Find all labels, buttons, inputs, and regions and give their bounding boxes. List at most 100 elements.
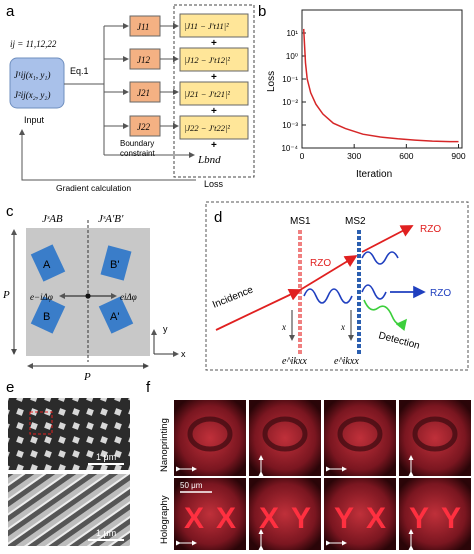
y-tick-label: 10⁻¹	[282, 75, 298, 84]
holo-letter: Y	[441, 502, 461, 535]
phase-right: eiΔφ	[120, 292, 137, 302]
holo-letter: X	[184, 502, 204, 535]
holo-scale: 50 μm	[180, 481, 203, 490]
svg-text:|J12 − J't12|²: |J12 − J't12|²	[184, 55, 230, 65]
axis-x: x	[181, 349, 186, 359]
input-line-2: J²ij(x₂, y₂)	[14, 90, 50, 100]
panel-letter-d: d	[214, 209, 222, 226]
x-tick-label: 300	[347, 151, 361, 161]
panel-d-frame	[205, 201, 469, 371]
phase-ms2: e^ikxx	[334, 356, 359, 367]
j-apbp-label: JˢA'B'	[98, 213, 124, 225]
x-axis-label: Iteration	[356, 169, 392, 180]
phase-left: e−iΔφ	[30, 292, 53, 302]
svg-text:J11: J11	[137, 22, 149, 32]
holo-letter: Y	[334, 502, 354, 535]
nanoprint-image	[337, 416, 383, 452]
holo-letter: X	[259, 502, 279, 535]
holo-letter: Y	[409, 502, 429, 535]
ms2-label: MS2	[345, 216, 366, 227]
svg-text:+: +	[211, 106, 217, 117]
y-axis-label: Loss	[266, 71, 277, 92]
svg-text:B: B	[43, 311, 50, 323]
detection-label: Detection	[377, 330, 421, 352]
x-tick-label: 0	[300, 151, 305, 161]
green-wave	[363, 299, 408, 331]
boundary-label-2: constraint	[120, 149, 155, 158]
nanoprinting-tile	[399, 400, 471, 476]
row-label-holography: Holography	[159, 495, 170, 544]
svg-text:A: A	[43, 259, 51, 271]
pillar-a	[30, 244, 66, 282]
holo-letter: X	[216, 502, 236, 535]
j-box-22: J22	[129, 115, 161, 137]
holography-tile	[174, 478, 246, 550]
holo-letter: X	[366, 502, 386, 535]
diff-box-22: |J22 − J't22|²	[179, 115, 249, 140]
holo-letter: Y	[291, 502, 311, 535]
y-tick-label: 10⁰	[286, 52, 298, 61]
svg-text:|J21 − J't21|²: |J21 − J't21|²	[184, 89, 230, 99]
boundary-label-1: Boundary	[120, 139, 154, 148]
svg-text:|J22 − J't22|²: |J22 − J't22|²	[184, 123, 230, 133]
loss-dashed-frame	[173, 4, 255, 178]
j-box-11: J11	[129, 15, 161, 37]
ms1-label: MS1	[290, 216, 311, 227]
blue-wave-mid	[303, 288, 353, 304]
x-tick-label: 600	[399, 151, 413, 161]
blue-wave-right	[361, 284, 387, 300]
nanoprint-image	[412, 416, 458, 452]
panel-letter-b: b	[258, 3, 266, 20]
loss-curve	[302, 28, 459, 143]
nanoprinting-tile	[249, 400, 321, 476]
gradient-label: Gradient calculation	[56, 183, 131, 193]
j-box-12: J12	[129, 48, 161, 70]
nanoprint-image	[187, 416, 233, 452]
svg-text:|J11 − J't11|²: |J11 − J't11|²	[184, 21, 229, 31]
input-line-1: J¹ij(x₁, y₁)	[14, 70, 50, 80]
svg-text:A': A'	[110, 311, 119, 323]
pillar-ap	[98, 296, 134, 334]
rzo-mid: RZO	[310, 258, 331, 269]
svg-text:J22: J22	[137, 122, 150, 132]
phase-ms1: e^ikxx	[282, 356, 307, 367]
sem-bottom	[8, 474, 130, 546]
pillar-bp	[100, 245, 132, 281]
nanoprinting-tile	[324, 400, 396, 476]
blue-wave-top	[361, 251, 399, 265]
panel-e: e 1 μm 1 μm	[6, 379, 130, 546]
j-box-21: J21	[129, 81, 161, 103]
sem-highlight	[29, 411, 53, 435]
eq-label: Eq.1	[70, 66, 89, 76]
panel-c: c JˢAB JˢA'B' A B B' A' e−iΔφ eiΔφ P P x…	[2, 203, 186, 383]
panel-letter-a: a	[6, 3, 15, 20]
x-tick-label: 900	[451, 151, 465, 161]
panel-letter-c: c	[6, 203, 14, 220]
pillar-b	[30, 296, 66, 334]
scale-top: 1 μm	[96, 452, 116, 462]
rzo-top: RZO	[420, 224, 441, 235]
l-bnd: Lbnd	[197, 154, 221, 166]
panel-letter-f: f	[146, 379, 151, 396]
loss-label: Loss	[204, 179, 224, 189]
p-left: P	[2, 289, 10, 301]
panel-letter-e: e	[6, 379, 14, 396]
p-bottom: P	[83, 371, 91, 383]
scale-bottom: 1 μm	[96, 528, 116, 538]
y-tick-label: 10⁻²	[282, 98, 298, 107]
svg-text:+: +	[211, 140, 217, 151]
svg-text:+: +	[211, 38, 217, 49]
incidence-label: Incidence	[211, 284, 255, 310]
axis-y: y	[163, 324, 168, 334]
y-tick-label: 10⁻³	[282, 121, 298, 130]
row-label-nanoprinting: Nanoprinting	[159, 418, 170, 472]
svg-text:J12: J12	[137, 55, 150, 65]
panel-d: d MS1 MS2 Incidence RZO RZO RZO Detectio…	[205, 201, 469, 371]
input-label: Input	[24, 115, 45, 125]
sem-top	[8, 398, 130, 470]
svg-text:B': B'	[110, 259, 119, 271]
holography-tile	[324, 478, 396, 550]
